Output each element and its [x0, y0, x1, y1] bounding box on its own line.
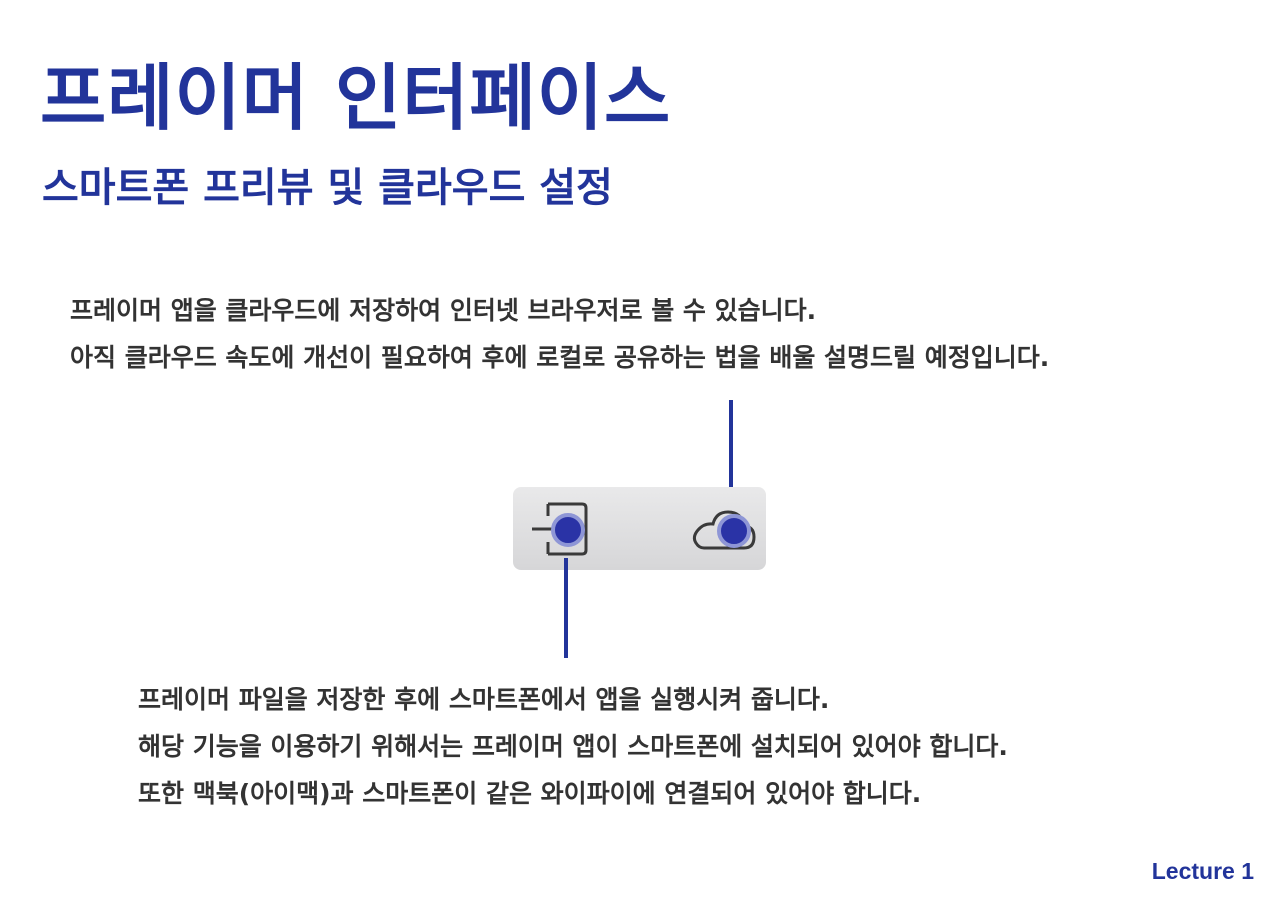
cloud-description-line: 아직 클라우드 속도에 개선이 필요하여 후에 로컬로 공유하는 법을 배울 설…	[70, 343, 1050, 372]
preview-description-line: 해당 기능을 이용하기 위해서는 프레이머 앱이 스마트폰에 설치되어 있어야 …	[138, 732, 1008, 761]
cloud-description-line: 프레이머 앱을 클라우드에 저장하여 인터넷 브라우저로 볼 수 있습니다.	[70, 296, 817, 325]
lecture-label: Lecture 1	[1151, 858, 1254, 884]
cloud-marker	[717, 514, 751, 548]
preview-callout-line	[564, 558, 568, 658]
page-subtitle: 스마트폰 프리뷰 및 클라우드 설정	[42, 165, 613, 211]
preview-description-line: 또한 맥북(아이맥)과 스마트폰이 같은 와이파이에 연결되어 있어야 합니다.	[138, 779, 922, 808]
preview-marker	[551, 513, 585, 547]
preview-description: 프레이머 파일을 저장한 후에 스마트폰에서 앱을 실행시켜 줍니다. 해당 기…	[138, 676, 1008, 817]
mobile-preview-icon[interactable]	[530, 500, 590, 558]
preview-description-line: 프레이머 파일을 저장한 후에 스마트폰에서 앱을 실행시켜 줍니다.	[138, 685, 830, 714]
cloud-description: 프레이머 앱을 클라우드에 저장하여 인터넷 브라우저로 볼 수 있습니다. 아…	[70, 287, 1049, 381]
cloud-callout-line	[729, 400, 733, 498]
page-title: 프레이머 인터페이스	[40, 56, 672, 140]
cloud-icon[interactable]	[688, 506, 758, 554]
